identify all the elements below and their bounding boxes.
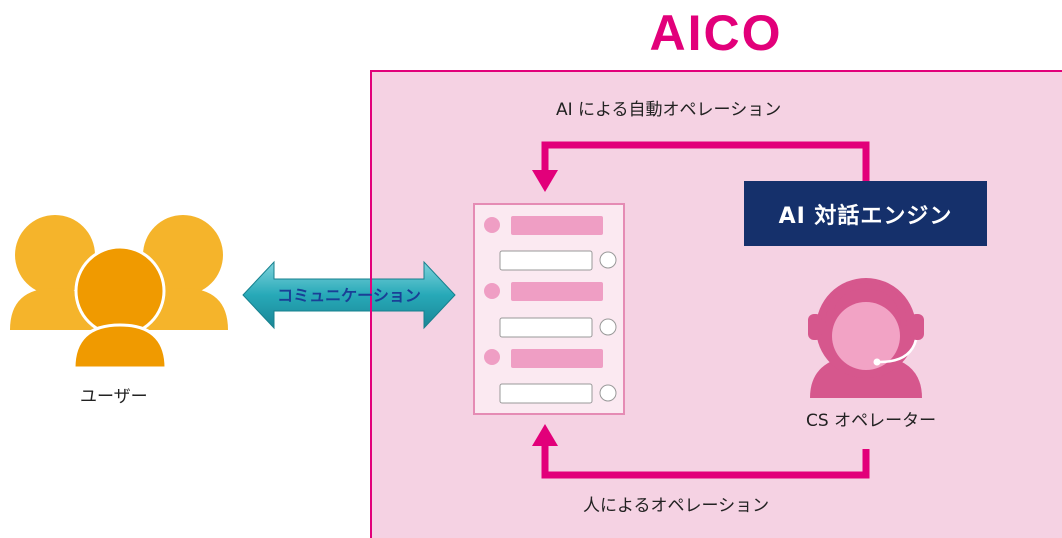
- cs-operator-icon: [808, 278, 924, 398]
- ai-auto-operation-label: AI による自動オペレーション: [556, 100, 782, 120]
- ai-flow-arrow: [532, 141, 870, 192]
- aico-panel-border: [370, 70, 1062, 538]
- chat-window: [473, 203, 625, 415]
- human-operation-label: 人によるオペレーション: [583, 496, 770, 516]
- users-label: ユーザー: [80, 387, 148, 407]
- ai-engine-label: AI 対話エンジン: [778, 203, 953, 229]
- communication-arrow: [242, 260, 456, 330]
- human-flow-arrow: [532, 424, 870, 479]
- cs-operator-label: CS オペレーター: [806, 411, 937, 431]
- users-icon: [10, 215, 228, 370]
- ai-engine-box: AI 対話エンジン: [744, 181, 987, 246]
- page-title: AICO: [649, 5, 783, 61]
- communication-label: コミュニケーション: [277, 286, 421, 305]
